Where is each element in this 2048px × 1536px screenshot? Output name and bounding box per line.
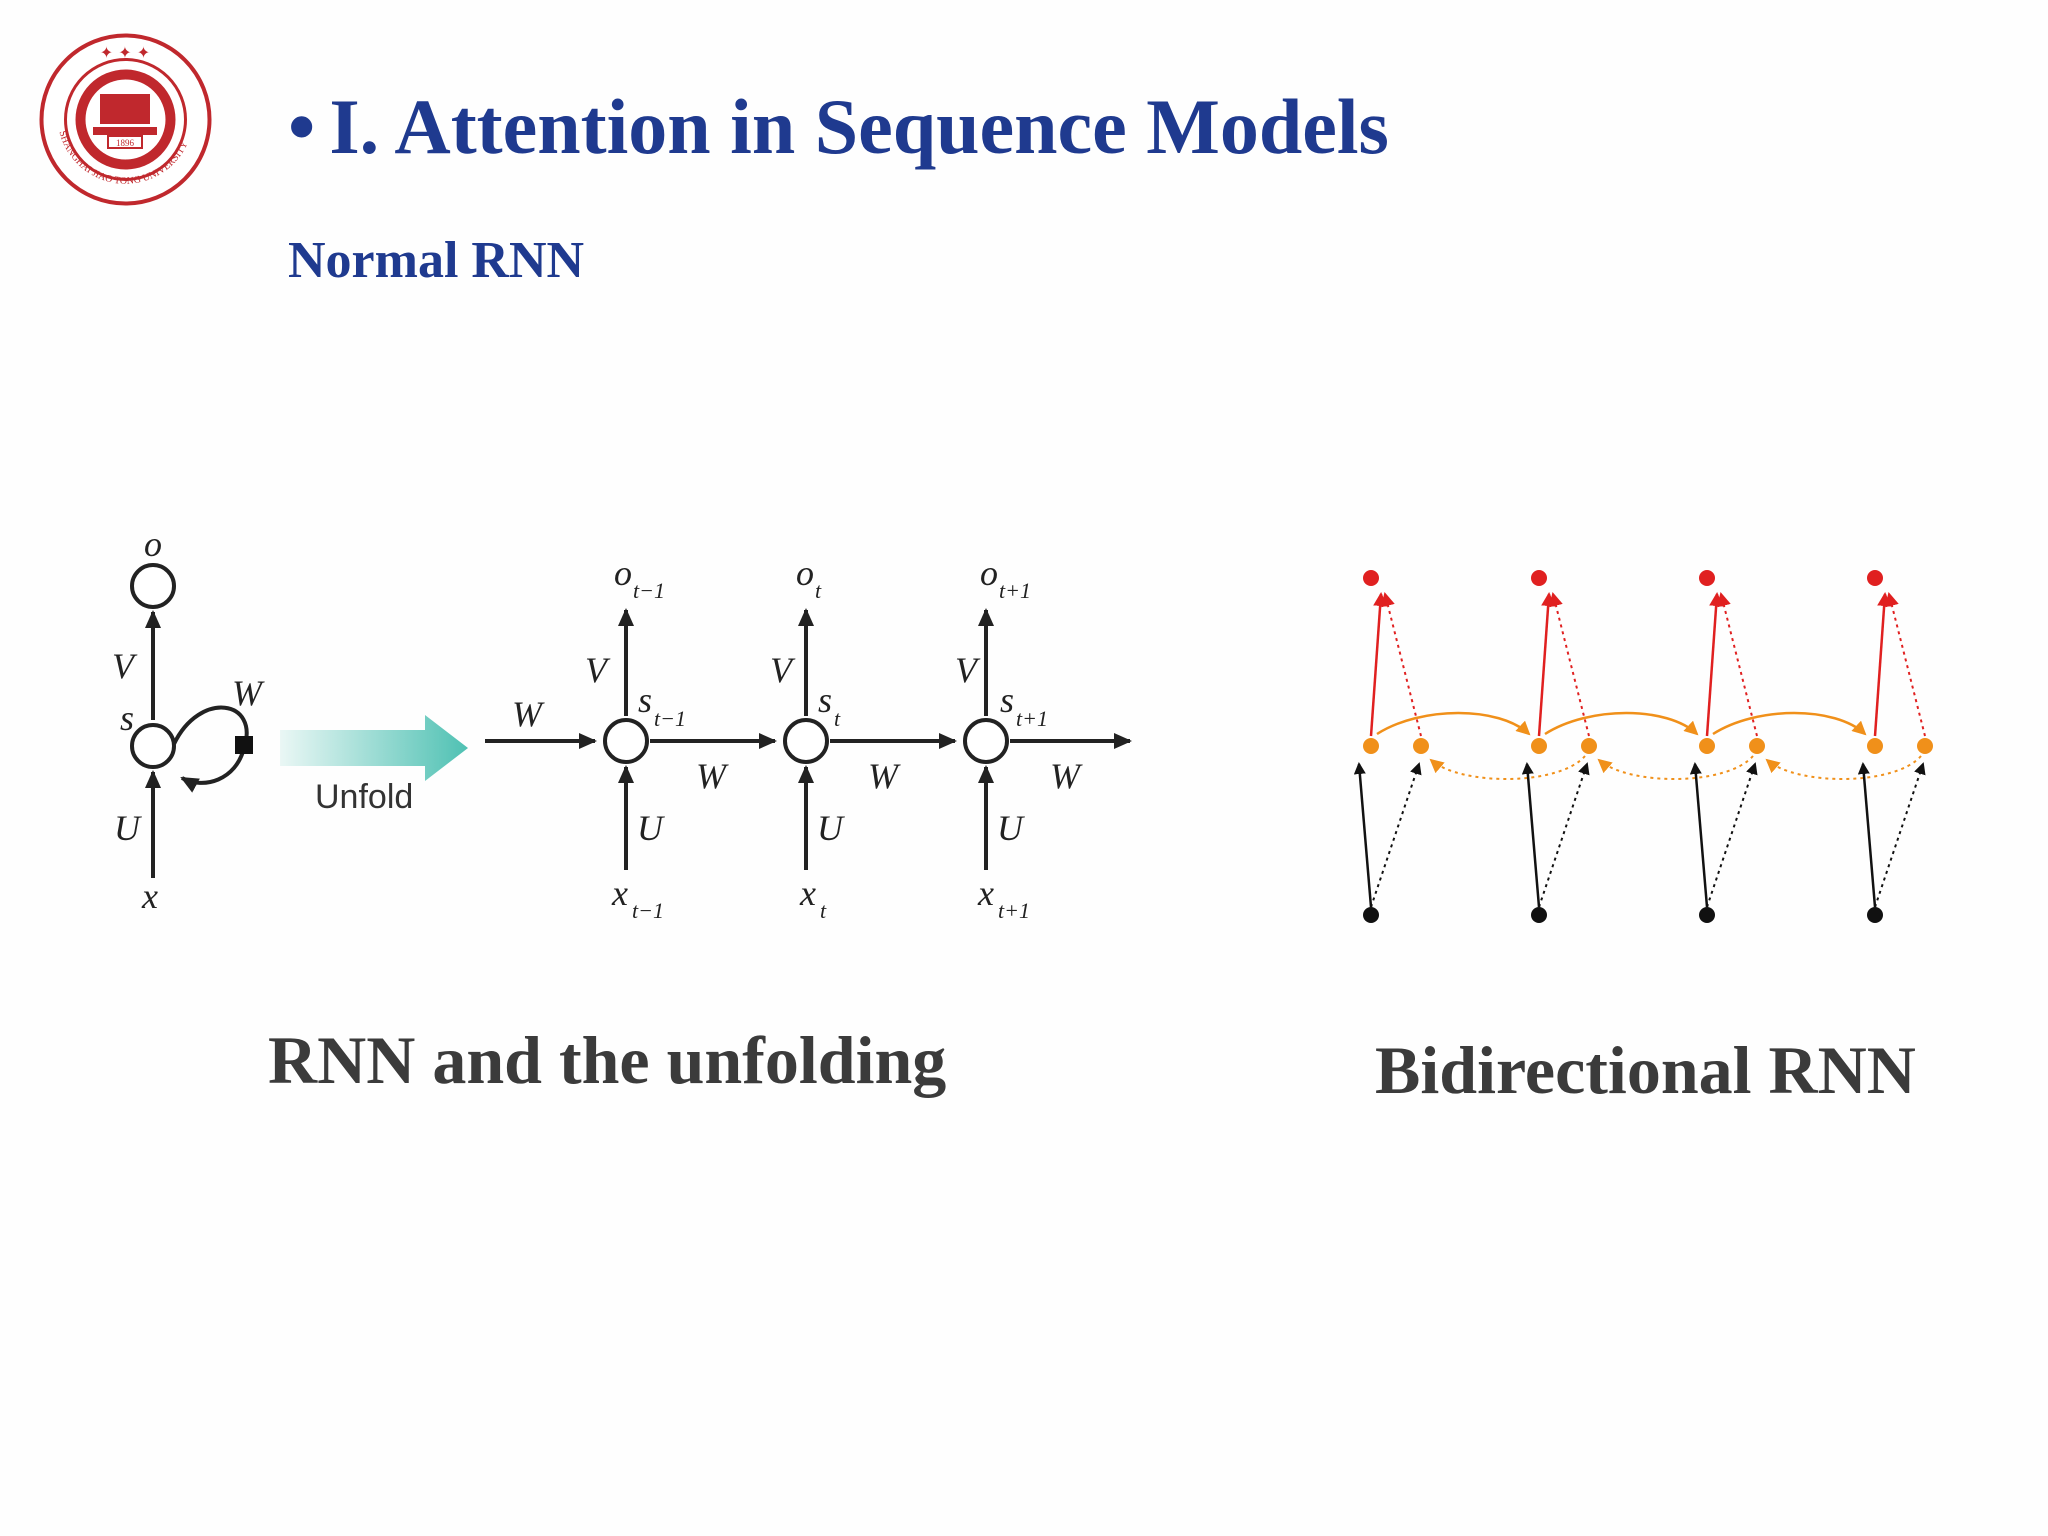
forward-hidden-node [1531,738,1547,754]
input-to-forward-edge [1521,762,1541,908]
unfold-arrow-icon: Unfold [280,715,468,816]
folded-v-label: V [112,646,138,686]
input-to-backward-edge [1706,762,1758,908]
forward-hidden-node [1867,738,1883,754]
output-node [1699,570,1715,586]
w-label-3: W [1050,756,1083,796]
forward-to-output-edge [1369,592,1388,737]
input-node [1363,907,1379,923]
w-label-in: W [512,694,545,734]
folded-output-node [130,563,176,609]
unfold-label: Unfold [315,778,413,816]
o-sub-1: t−1 [633,578,665,603]
w-label-2: W [868,756,901,796]
w-label-1: W [696,756,729,796]
backward-recurrent-edge [1597,755,1754,780]
forward-recurrent-edge [1712,711,1867,736]
backward-recurrent-edge [1429,755,1586,780]
forward-hidden-node [1363,738,1379,754]
o-sub-3: t+1 [999,578,1031,603]
caption-bidirectional-rnn: Bidirectional RNN [1375,1032,1916,1108]
backward-to-output-edge [1549,592,1590,737]
forward-to-output-edge [1705,592,1724,737]
u-label-1: U [637,808,665,848]
input-node [1531,907,1547,923]
folded-x-label: x [141,876,158,916]
output-node [1363,570,1379,586]
s-sub-2: t [834,706,841,731]
forward-to-output-edge [1537,592,1556,737]
backward-to-output-edge [1381,592,1422,737]
v-label-1: V [585,650,611,690]
u-label-2: U [817,808,845,848]
folded-s-label: s [120,698,134,738]
v-label-2: V [770,650,796,690]
input-node [1867,907,1883,923]
s-label-3: s [1000,680,1014,720]
input-to-forward-edge [1689,762,1709,908]
x-label-3: x [977,873,994,913]
folded-state-node [130,723,176,769]
s-label-1: s [638,680,652,720]
u-label-3: U [997,808,1025,848]
state-node-t-plus-1 [963,718,1009,764]
input-to-forward-edge [1353,762,1373,908]
folded-u-label: U [114,808,142,848]
seal-year: 1896 [116,138,135,148]
x-sub-3: t+1 [998,898,1030,923]
s-label-2: s [818,680,832,720]
backward-hidden-node [1413,738,1429,754]
s-sub-3: t+1 [1016,706,1048,731]
backward-to-output-edge [1885,592,1926,737]
backward-recurrent-edge [1765,755,1922,780]
slide-title: •I. Attention in Sequence Models [288,88,1389,166]
output-node [1867,570,1883,586]
o-label-2: o [796,553,814,593]
input-node [1699,907,1715,923]
o-sub-2: t [815,578,822,603]
folded-rnn: o V s W U x [112,524,265,916]
state-node-t [783,718,829,764]
forward-recurrent-edge [1544,711,1699,736]
university-seal-icon: 1896 SHANGHAI JIAO TONG UNIVERSITY ✦ ✦ ✦ [39,33,212,206]
x-label-2: x [799,873,816,913]
backward-to-output-edge [1717,592,1758,737]
unfolded-rnn: W V o t−1 s t−1 U x t−1 W V o t s t U x … [485,553,1132,923]
bidirectional-rnn [1353,570,1933,923]
state-node-t-minus-1 [603,718,649,764]
input-to-forward-edge [1857,762,1877,908]
s-sub-1: t−1 [654,706,686,731]
output-node [1531,570,1547,586]
caption-rnn-unfolding: RNN and the unfolding [268,1022,947,1098]
forward-hidden-node [1699,738,1715,754]
folded-delay-square [235,736,253,754]
x-sub-2: t [820,898,827,923]
slide-subtitle: Normal RNN [288,232,585,289]
backward-hidden-node [1917,738,1933,754]
o-label-1: o [614,553,632,593]
input-to-backward-edge [1370,762,1422,908]
x-label-1: x [611,873,628,913]
backward-hidden-node [1749,738,1765,754]
o-label-3: o [980,553,998,593]
folded-w-label: W [232,673,265,713]
title-text: I. Attention in Sequence Models [329,83,1389,170]
input-to-backward-edge [1538,762,1590,908]
v-label-3: V [955,650,981,690]
folded-o-label: o [144,524,162,564]
title-bullet: • [288,83,316,170]
backward-hidden-node [1581,738,1597,754]
forward-recurrent-edge [1376,711,1531,736]
input-to-backward-edge [1874,762,1926,908]
svg-text:✦ ✦ ✦: ✦ ✦ ✦ [100,43,150,62]
forward-to-output-edge [1873,592,1892,737]
x-sub-1: t−1 [632,898,664,923]
